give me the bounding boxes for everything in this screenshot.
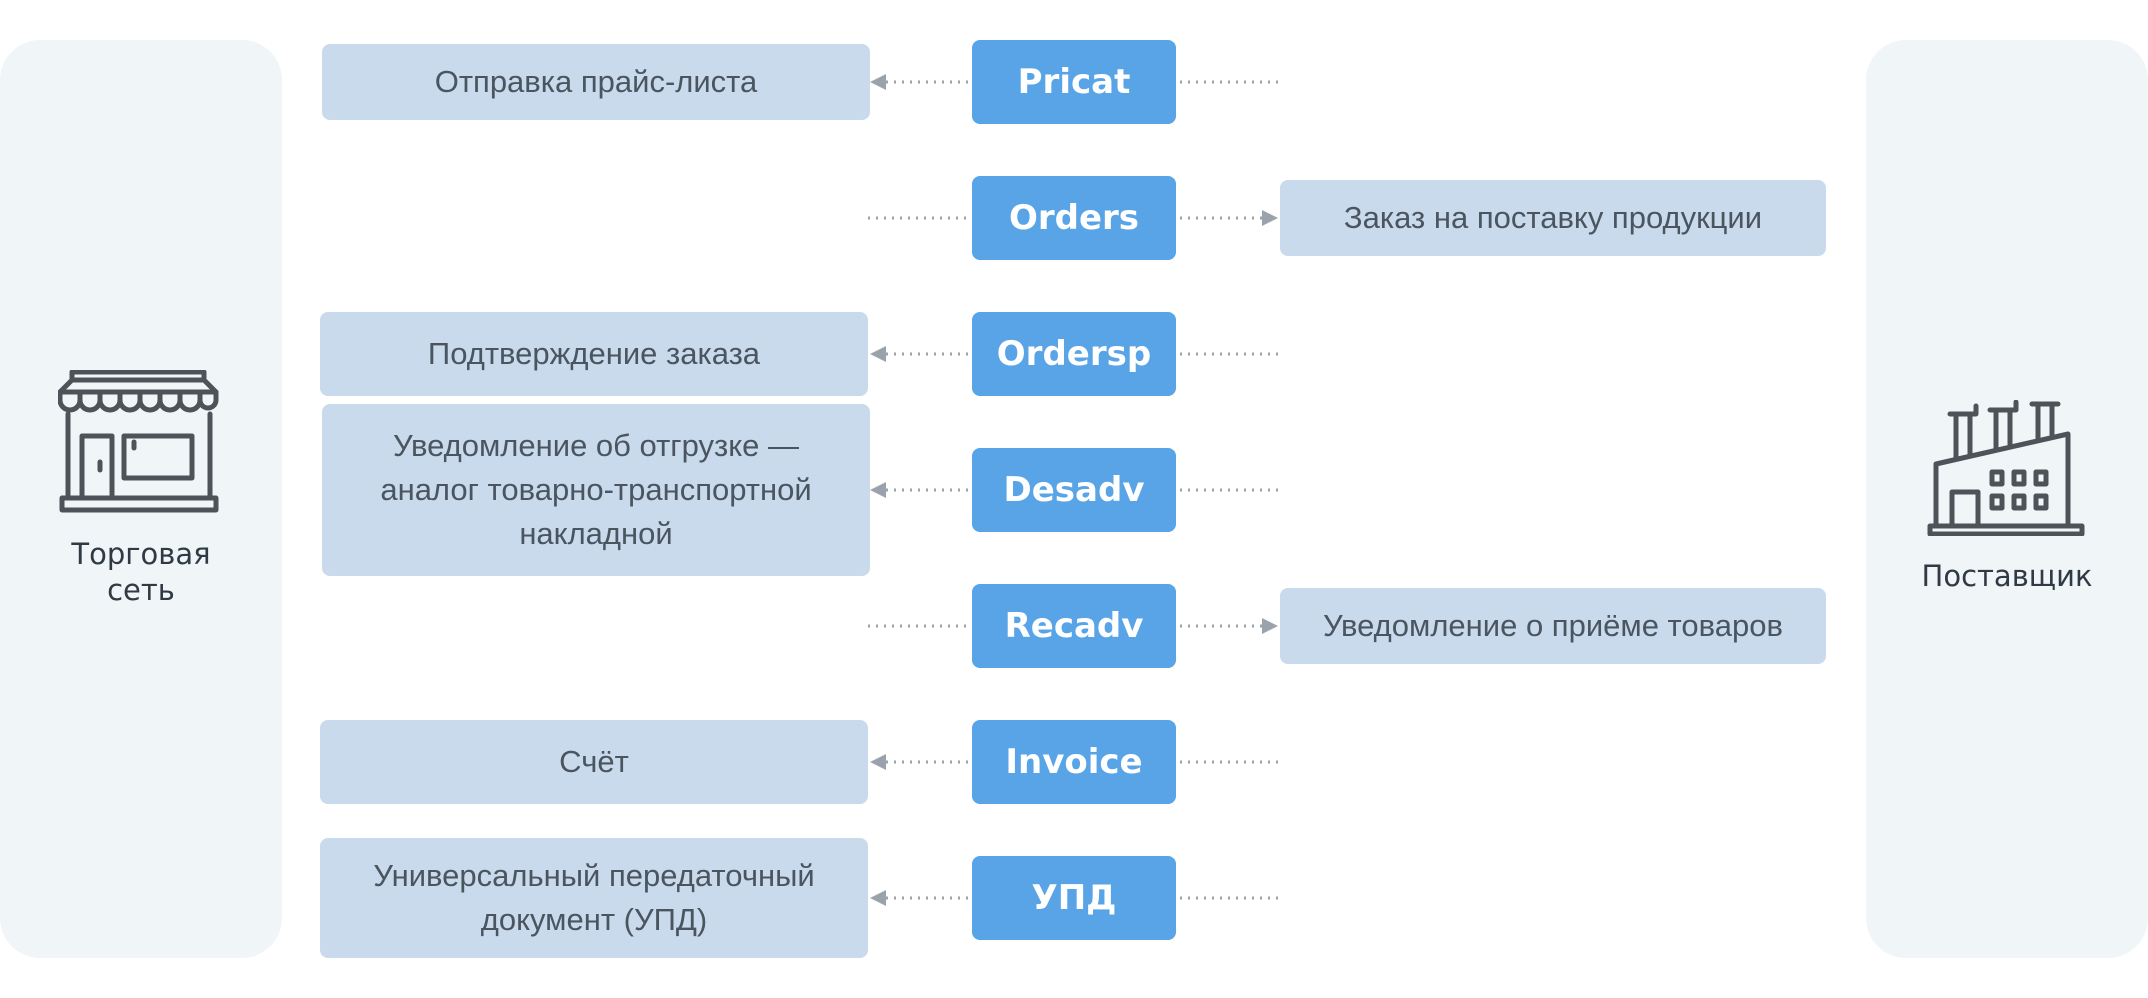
desadv-description: Уведомление об отгрузке — аналог товарно… xyxy=(322,404,870,576)
recadv-description: Уведомление о приёме товаров xyxy=(1280,588,1826,664)
retailer-label: Торговая сеть xyxy=(71,537,211,607)
recadv-message-button[interactable]: Recadv xyxy=(972,584,1176,668)
orders-description: Заказ на поставку продукции xyxy=(1280,180,1826,256)
invoice-description: Счёт xyxy=(320,720,868,804)
supplier-label: Поставщик xyxy=(1921,559,2093,593)
pricat-message-button[interactable]: Pricat xyxy=(972,40,1176,124)
arrow-left-icon xyxy=(870,482,886,498)
factory-icon xyxy=(1927,400,2085,536)
arrow-left-icon xyxy=(870,890,886,906)
arrow-left-icon xyxy=(870,74,886,90)
upd-description: Универсальный передаточный документ (УПД… xyxy=(320,838,868,958)
arrow-right-icon xyxy=(1262,618,1278,634)
orders-message-button[interactable]: Orders xyxy=(972,176,1176,260)
desadv-message-button[interactable]: Desadv xyxy=(972,448,1176,532)
invoice-message-button[interactable]: Invoice xyxy=(972,720,1176,804)
arrow-left-icon xyxy=(870,346,886,362)
pricat-description: Отправка прайс-листа xyxy=(322,44,870,120)
ordersp-message-button[interactable]: Ordersp xyxy=(972,312,1176,396)
shop-icon xyxy=(58,370,219,513)
upd-message-button[interactable]: УПД xyxy=(972,856,1176,940)
ordersp-description: Подтверждение заказа xyxy=(320,312,868,396)
arrow-right-icon xyxy=(1262,210,1278,226)
supplier-panel xyxy=(1866,40,2148,958)
arrow-left-icon xyxy=(870,754,886,770)
